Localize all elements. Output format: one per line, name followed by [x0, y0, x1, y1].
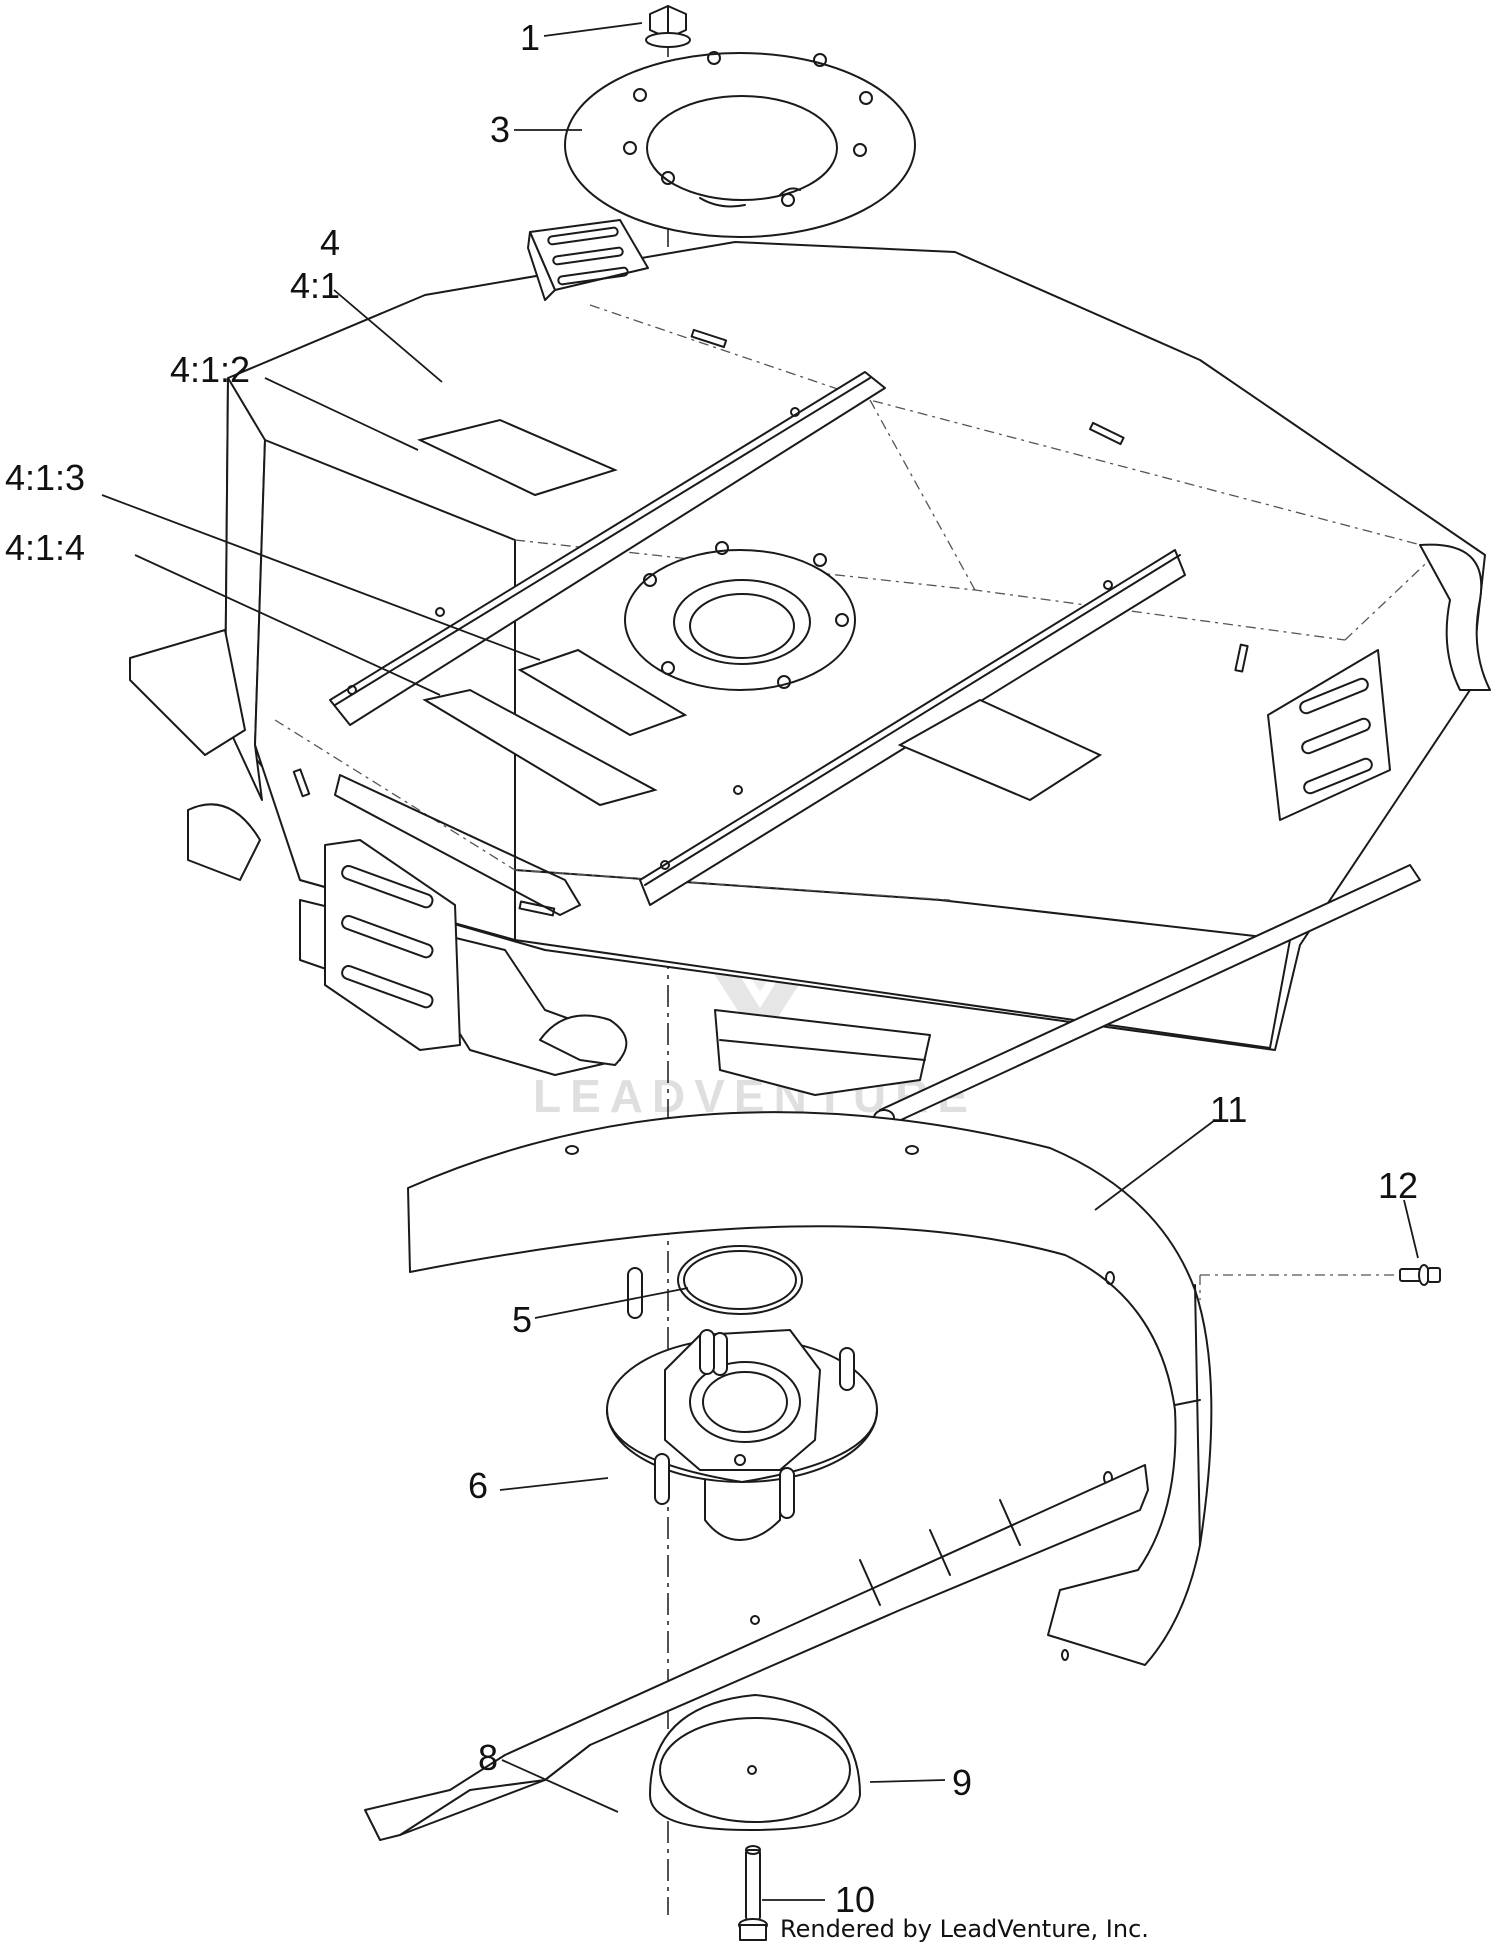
part-4-deck-housing — [129, 241, 1491, 1127]
part-3-mount-plate — [564, 51, 916, 238]
part-11-baffle — [407, 1111, 1213, 1666]
decal-4-1-3 — [517, 648, 688, 737]
callout-4-1-3: 4:1:3 — [5, 457, 85, 498]
decal-4-1-4 — [422, 688, 658, 807]
callout-11: 11 — [1210, 1089, 1247, 1130]
decal-4-1-2 — [417, 418, 618, 497]
callout-4-1-2: 4:1:2 — [170, 349, 250, 390]
part-10-bolt — [738, 1845, 768, 1941]
decal-right — [897, 698, 1103, 802]
callout-12: 12 — [1378, 1165, 1418, 1206]
callout-4-1-4: 4:1:4 — [5, 527, 85, 568]
callout-3: 3 — [490, 109, 510, 150]
deck-decals — [292, 328, 1249, 917]
part-12-screw — [1199, 1264, 1441, 1300]
deck-braces — [329, 371, 1186, 916]
callout-9: 9 — [952, 1762, 972, 1803]
callout-4: 4 — [320, 222, 340, 263]
part-6-spindle-housing — [606, 1267, 878, 1541]
callout-8: 8 — [478, 1737, 498, 1778]
callout-6: 6 — [468, 1465, 488, 1506]
footer-credit: Rendered by LeadVenture, Inc. — [780, 1915, 1149, 1943]
part-1-flange-nut — [645, 5, 691, 48]
callout-5: 5 — [512, 1299, 532, 1340]
callout-1: 1 — [520, 17, 540, 58]
callout-10: 10 — [835, 1879, 875, 1920]
callout-labels: 1 3 4 4:1 4:1:2 4:1:3 4:1:4 11 12 5 6 8 … — [5, 17, 1418, 1920]
leader-lines — [101, 22, 1419, 1901]
deck-spindle-boss — [624, 541, 856, 691]
part-5-o-ring — [677, 1245, 803, 1315]
deck-brackets — [324, 219, 1391, 1051]
part-9-blade-cup — [649, 1694, 861, 1831]
callout-4-1: 4:1 — [290, 265, 340, 306]
